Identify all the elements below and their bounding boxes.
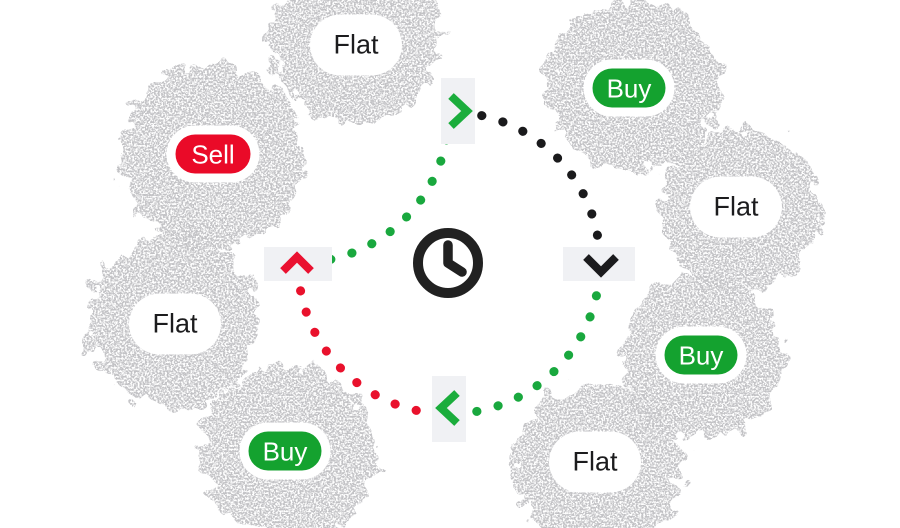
arc-south-west-red	[293, 258, 454, 419]
node-pill-bottom-right: Buy	[664, 335, 738, 375]
node-pill-left: Flat	[138, 302, 212, 346]
cycle-arrow-buttons	[264, 78, 635, 442]
node-label: Flat	[572, 446, 618, 477]
chevron-right-icon	[448, 93, 473, 129]
chevron-up-icon	[280, 251, 314, 274]
chevron-down-icon	[583, 254, 619, 278]
arc-north-east-black	[444, 107, 605, 268]
node-label: Buy	[678, 340, 724, 370]
node-label: Flat	[713, 191, 759, 222]
cycle-arrow-right[interactable]	[563, 247, 635, 281]
cycle-arrow-top[interactable]	[441, 78, 475, 144]
node-label: Buy	[606, 73, 652, 103]
node-pill-top-right: Buy	[592, 68, 666, 108]
node-pill-top-left: Sell	[175, 134, 251, 174]
cycle-arrow-left[interactable]	[264, 247, 332, 281]
node-label: Sell	[191, 139, 235, 169]
node-pill-bottom: Flat	[558, 440, 632, 484]
chevron-left-icon	[435, 390, 460, 426]
node-pill-top: Flat	[319, 23, 393, 67]
arc-south-east-green	[444, 258, 605, 419]
node-label: Buy	[262, 436, 308, 466]
clock-icon	[413, 228, 483, 298]
node-pill-bottom-left: Buy	[248, 431, 322, 471]
node-label: Flat	[152, 308, 198, 339]
node-pill-right: Flat	[699, 185, 773, 229]
arrow-plate	[264, 247, 332, 281]
arrow-plate	[563, 247, 635, 281]
cycle-arrow-bottom[interactable]	[432, 376, 466, 442]
node-label: Flat	[333, 29, 379, 60]
